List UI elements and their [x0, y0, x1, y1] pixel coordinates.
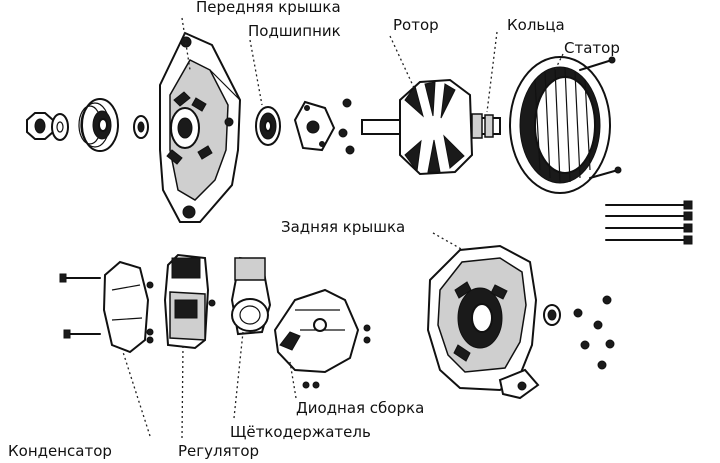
front-cover-part [159, 31, 242, 223]
retainer-screws [338, 98, 355, 155]
stator-part [509, 56, 622, 194]
capacitor-part [102, 260, 154, 354]
capacitor-screws [59, 273, 101, 339]
diode-assembly-part [273, 288, 371, 389]
rings-label: Кольца [507, 16, 565, 34]
retainer-plate-part [293, 100, 336, 152]
rear-cover-label: Задняя крышка [281, 218, 405, 236]
brush-holder-part [230, 256, 272, 336]
nut-part [26, 112, 54, 140]
capacitor-label: Конденсатор [8, 442, 112, 460]
regulator-part [163, 253, 216, 350]
diode-assembly-label: Диодная сборка [296, 399, 424, 417]
rotor-part [361, 78, 501, 176]
terminal-nuts [543, 295, 615, 370]
leader-lines [122, 17, 564, 439]
spacer-part [133, 115, 149, 139]
bearing-part [255, 106, 281, 146]
regulator-label: Регулятор [178, 442, 259, 460]
washer-part [51, 113, 69, 141]
pulley-part [78, 98, 119, 152]
front-cover-label: Передняя крышка [196, 0, 341, 16]
rear-cover-part [426, 244, 540, 400]
bearing-label: Подшипник [248, 22, 341, 40]
stator-label: Статор [564, 39, 620, 57]
brush-holder-label: Щёткодержатель [230, 423, 371, 441]
through-bolts [605, 200, 693, 245]
rotor-label: Ротор [393, 16, 439, 34]
